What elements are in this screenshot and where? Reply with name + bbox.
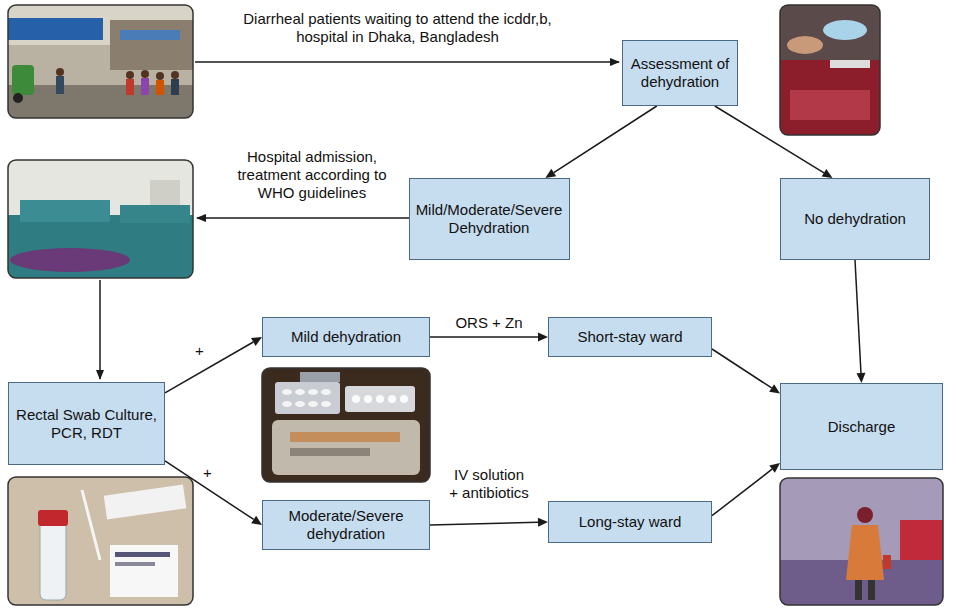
- flow-connector: [165, 461, 262, 525]
- box-text: Assessment of dehydration: [629, 55, 731, 91]
- arrowhead: [822, 169, 833, 178]
- photo-frame: [8, 477, 193, 605]
- flow-connector: [545, 106, 656, 178]
- flow-connector: [712, 463, 780, 516]
- connector-line: [430, 522, 538, 525]
- connector-line: [554, 106, 657, 173]
- box-text: Discharge: [828, 418, 896, 436]
- process-box: Mild dehydration: [262, 317, 430, 357]
- connector-line: [430, 336, 538, 338]
- flow-connector: [712, 349, 780, 393]
- box-text: Mild dehydration: [291, 328, 401, 346]
- process-box: Short-stay ward: [548, 317, 712, 357]
- connector-line: [165, 461, 254, 520]
- box-text: No dehydration: [804, 210, 906, 228]
- photo-frame: [780, 478, 943, 605]
- arrow-caption: Diarrheal patients waiting to attend the…: [225, 10, 570, 46]
- box-text: Short-stay ward: [577, 328, 682, 346]
- flow-connector: [165, 337, 262, 393]
- arrowhead: [251, 516, 262, 525]
- box-text: Long-stay ward: [579, 513, 682, 531]
- connector-line: [712, 469, 772, 516]
- connector-line: [715, 106, 824, 173]
- box-text: Moderate/Severe dehydration: [269, 507, 423, 543]
- hospital-photo: [8, 5, 193, 118]
- photo-frame: [262, 368, 430, 482]
- assessment-photo: [780, 5, 880, 135]
- process-box: Rectal Swab Culture, PCR, RDT: [8, 382, 165, 465]
- connector-line: [165, 342, 253, 393]
- arrowhead: [251, 337, 262, 346]
- process-box: Mild/Moderate/Severe Dehydration: [409, 178, 570, 260]
- flow-arrow: [99, 280, 101, 379]
- flow-arrow: [197, 217, 410, 219]
- arrowhead: [856, 373, 865, 383]
- photo-frame: [8, 160, 193, 278]
- arrowhead: [769, 463, 780, 473]
- connector-line: [855, 260, 861, 373]
- arrowhead: [769, 384, 780, 393]
- connector-line: [712, 349, 772, 388]
- process-box: No dehydration: [780, 178, 930, 260]
- arrowhead: [538, 333, 548, 342]
- swab-kit-photo: [8, 477, 193, 605]
- process-box: Moderate/Severe dehydration: [262, 500, 430, 550]
- process-box: Assessment of dehydration: [622, 40, 738, 106]
- discharge-photo: [780, 478, 943, 605]
- edge-label: ORS + Zn: [453, 314, 524, 332]
- flow-connector: [855, 260, 865, 383]
- edge-label: +: [201, 464, 214, 482]
- flow-connector: [430, 518, 548, 527]
- arrowhead: [538, 518, 548, 527]
- flow-arrow: [195, 61, 619, 63]
- photo-frame: [8, 5, 193, 118]
- edge-label: IV solution + antibiotics: [447, 466, 531, 502]
- photo-frame: [780, 5, 880, 135]
- box-text: Mild/Moderate/Severe Dehydration: [416, 201, 563, 237]
- flow-connector: [430, 333, 548, 342]
- box-text: Rectal Swab Culture, PCR, RDT: [15, 406, 158, 442]
- arrow-caption: Hospital admission, treatment according …: [222, 148, 402, 202]
- edge-label: +: [193, 342, 206, 360]
- process-box: Discharge: [780, 383, 943, 470]
- process-box: Long-stay ward: [548, 501, 712, 543]
- flow-connector: [715, 106, 833, 178]
- arrowhead: [545, 169, 556, 178]
- medicine-photo: [262, 368, 430, 482]
- ward-photo: [8, 160, 193, 278]
